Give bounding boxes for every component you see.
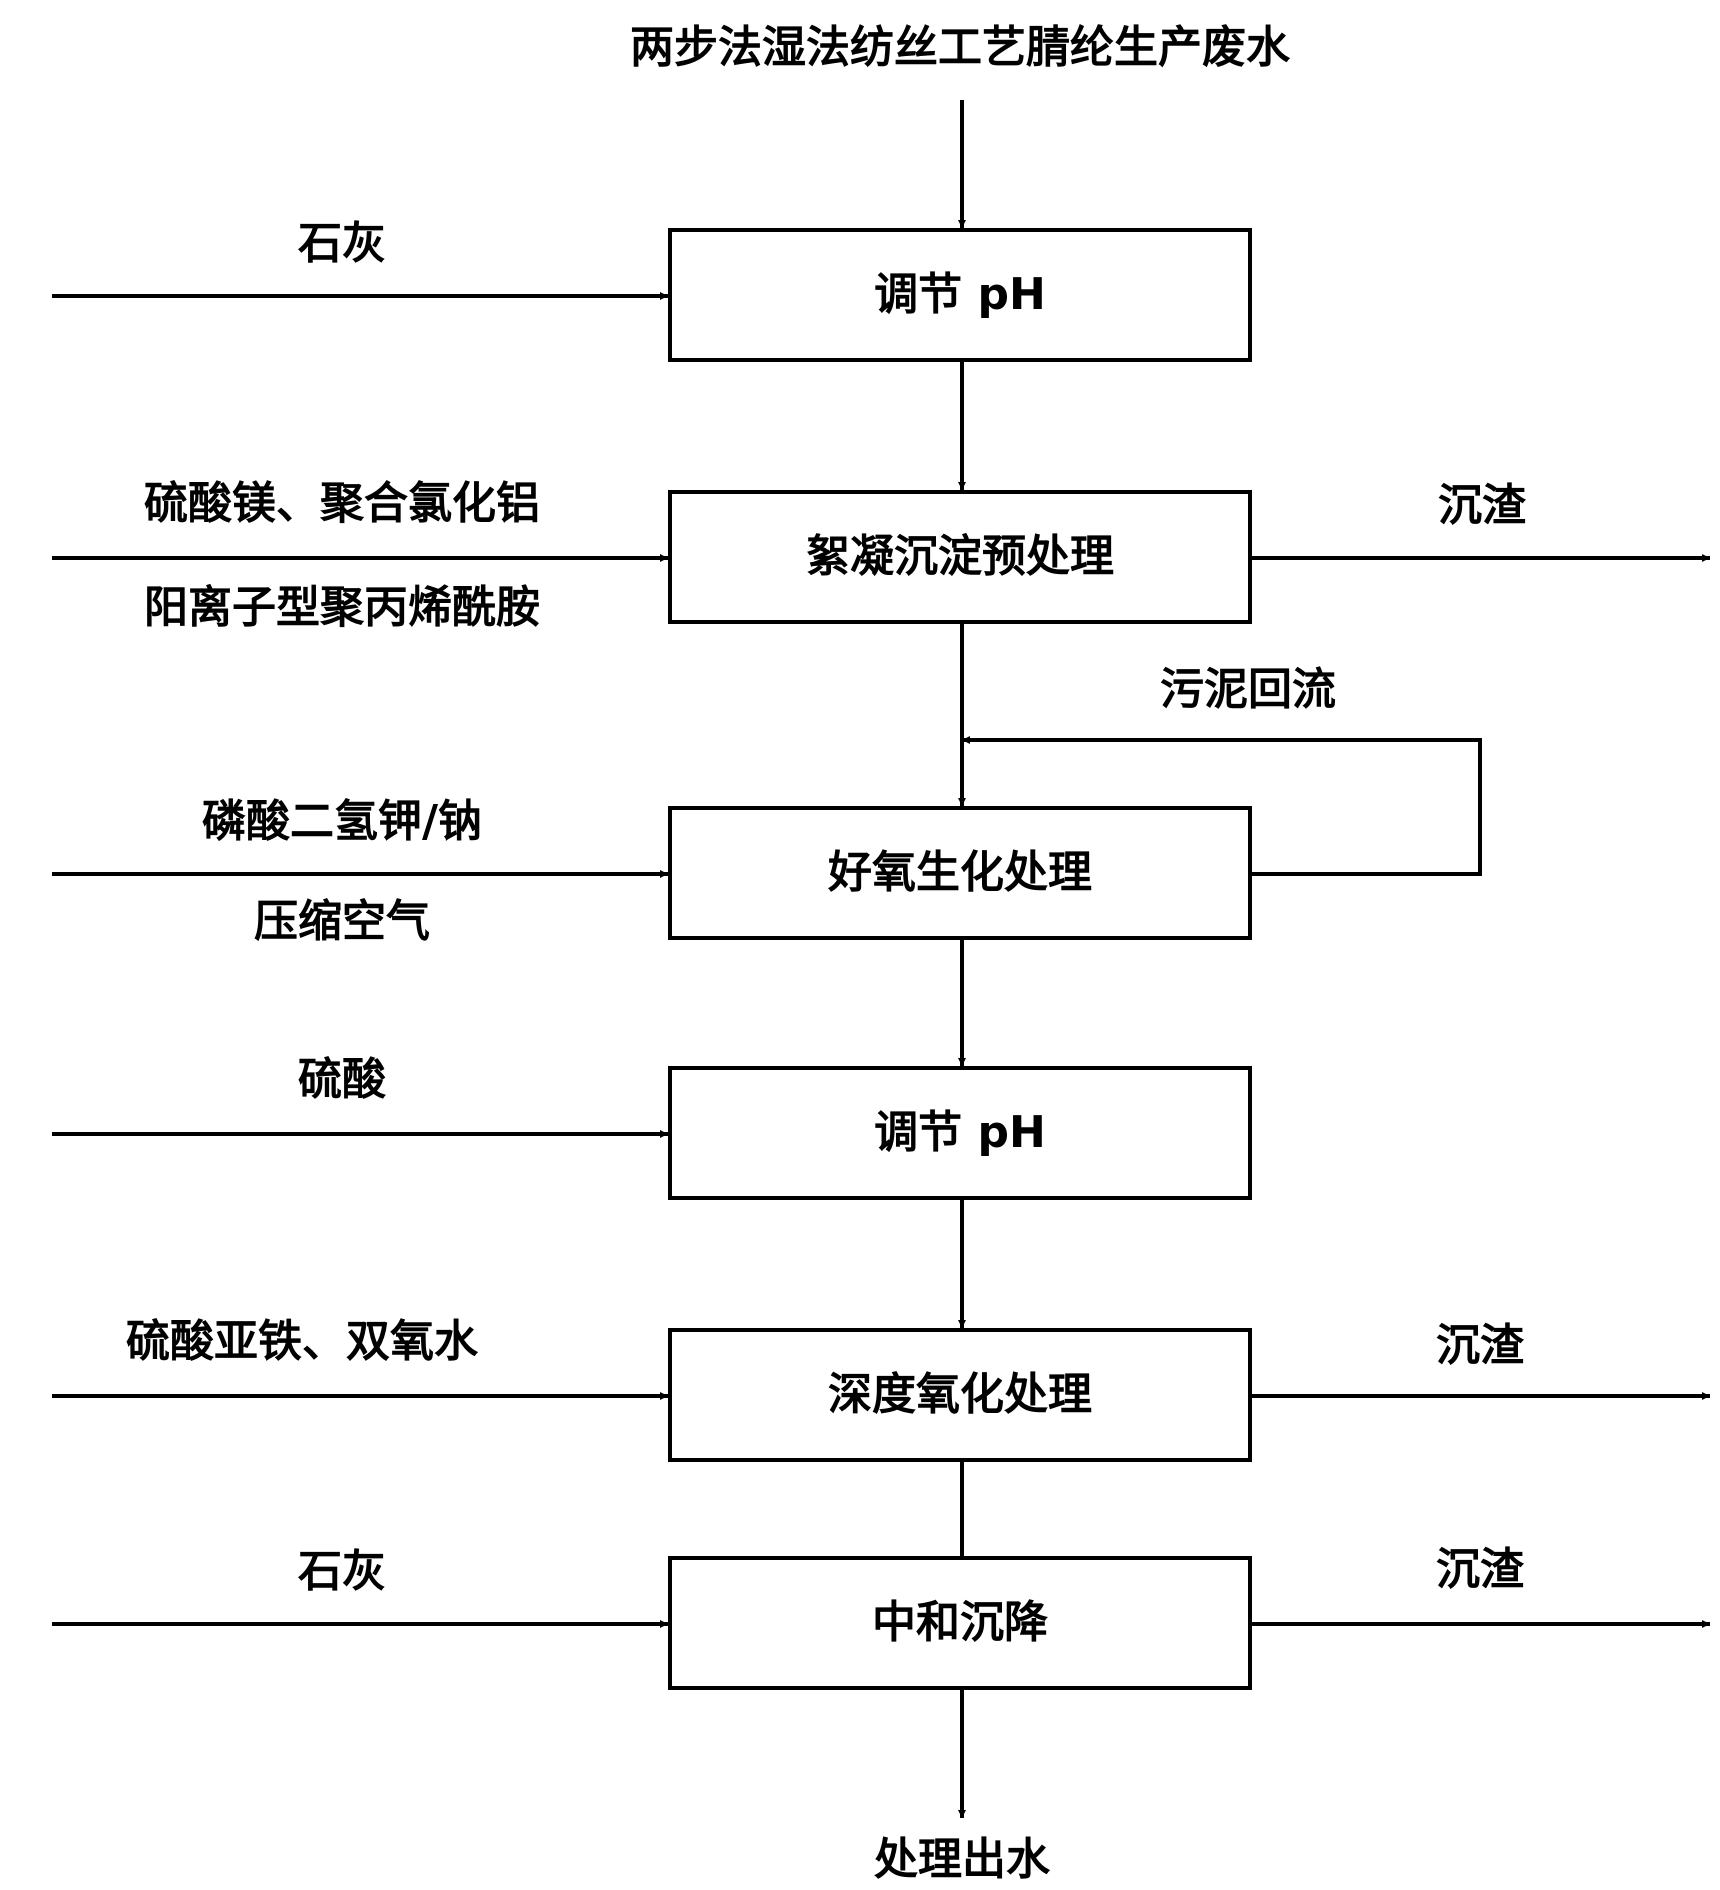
step-box-neutralization: 中和沉降 (668, 1556, 1252, 1690)
step-box-adjust-ph-2: 调节 pH (668, 1066, 1252, 1200)
input-label: 阳离子型聚丙烯酰胺 (144, 582, 540, 633)
input-label: 石灰 (298, 1546, 386, 1597)
input-label: 硫酸 (298, 1054, 386, 1105)
step-box-aerobic: 好氧生化处理 (668, 806, 1252, 940)
input-label: 硫酸镁、聚合氯化铝 (144, 478, 540, 529)
input-label: 硫酸亚铁、双氧水 (126, 1316, 478, 1367)
final-output-label: 处理出水 (874, 1834, 1050, 1885)
step-box-flocculation: 絮凝沉淀预处理 (668, 490, 1252, 624)
output-label: 沉渣 (1436, 1544, 1524, 1595)
output-label: 沉渣 (1438, 480, 1526, 531)
step-label: 好氧生化处理 (828, 847, 1092, 898)
step-label: 调节 pH (874, 1107, 1046, 1158)
step-box-adjust-ph: 调节 pH (668, 228, 1252, 362)
input-label: 磷酸二氢钾/钠 (201, 796, 483, 847)
step-box-deep-oxidation: 深度氧化处理 (668, 1328, 1252, 1462)
output-label: 沉渣 (1436, 1320, 1524, 1371)
input-label: 石灰 (298, 218, 386, 269)
recycle-arrow (962, 736, 1482, 876)
step-label: 调节 pH (874, 269, 1046, 320)
step-label: 深度氧化处理 (828, 1369, 1092, 1420)
step-label: 絮凝沉淀预处理 (806, 531, 1114, 582)
input-label: 压缩空气 (254, 896, 430, 947)
step-label: 中和沉降 (872, 1597, 1048, 1648)
recycle-label: 污泥回流 (1160, 664, 1336, 715)
diagram-title: 两步法湿法纺丝工艺腈纶生产废水 (630, 22, 1290, 73)
